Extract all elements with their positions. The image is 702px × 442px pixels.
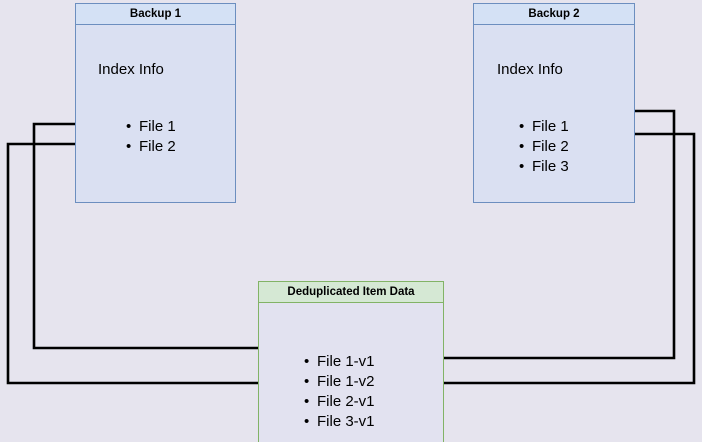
backup-1-index-info-label: Index Info: [98, 61, 164, 78]
backup-2-file-list: File 1 File 2 File 3: [517, 117, 569, 177]
list-item: File 3-v1: [304, 412, 374, 432]
list-item: File 1-v1: [304, 352, 374, 372]
backup-1-header: Backup 1: [76, 4, 235, 25]
deduplicated-item-data-body: File 1-v1 File 1-v2 File 2-v1 File 3-v1: [259, 303, 443, 442]
backup-2-header: Backup 2: [474, 4, 634, 25]
list-item: File 1: [126, 117, 176, 137]
deduplicated-file-list: File 1-v1 File 1-v2 File 2-v1 File 3-v1: [302, 352, 374, 432]
deduplicated-item-data-box[interactable]: Deduplicated Item Data File 1-v1 File 1-…: [258, 281, 444, 442]
backup-1-body: Index Info File 1 File 2: [76, 25, 235, 202]
backup-2-body: Index Info File 1 File 2 File 3: [474, 25, 634, 202]
backup-2-box[interactable]: Backup 2 Index Info File 1 File 2 File 3: [473, 3, 635, 203]
list-item: File 2: [126, 137, 176, 157]
deduplicated-item-data-header: Deduplicated Item Data: [259, 282, 443, 303]
backup-1-box[interactable]: Backup 1 Index Info File 1 File 2: [75, 3, 236, 203]
list-item: File 1-v2: [304, 372, 374, 392]
list-item: File 2: [519, 137, 569, 157]
list-item: File 3: [519, 157, 569, 177]
backup-2-index-info-label: Index Info: [497, 61, 563, 78]
backup-1-file-list: File 1 File 2: [124, 117, 176, 157]
list-item: File 2-v1: [304, 392, 374, 412]
list-item: File 1: [519, 117, 569, 137]
